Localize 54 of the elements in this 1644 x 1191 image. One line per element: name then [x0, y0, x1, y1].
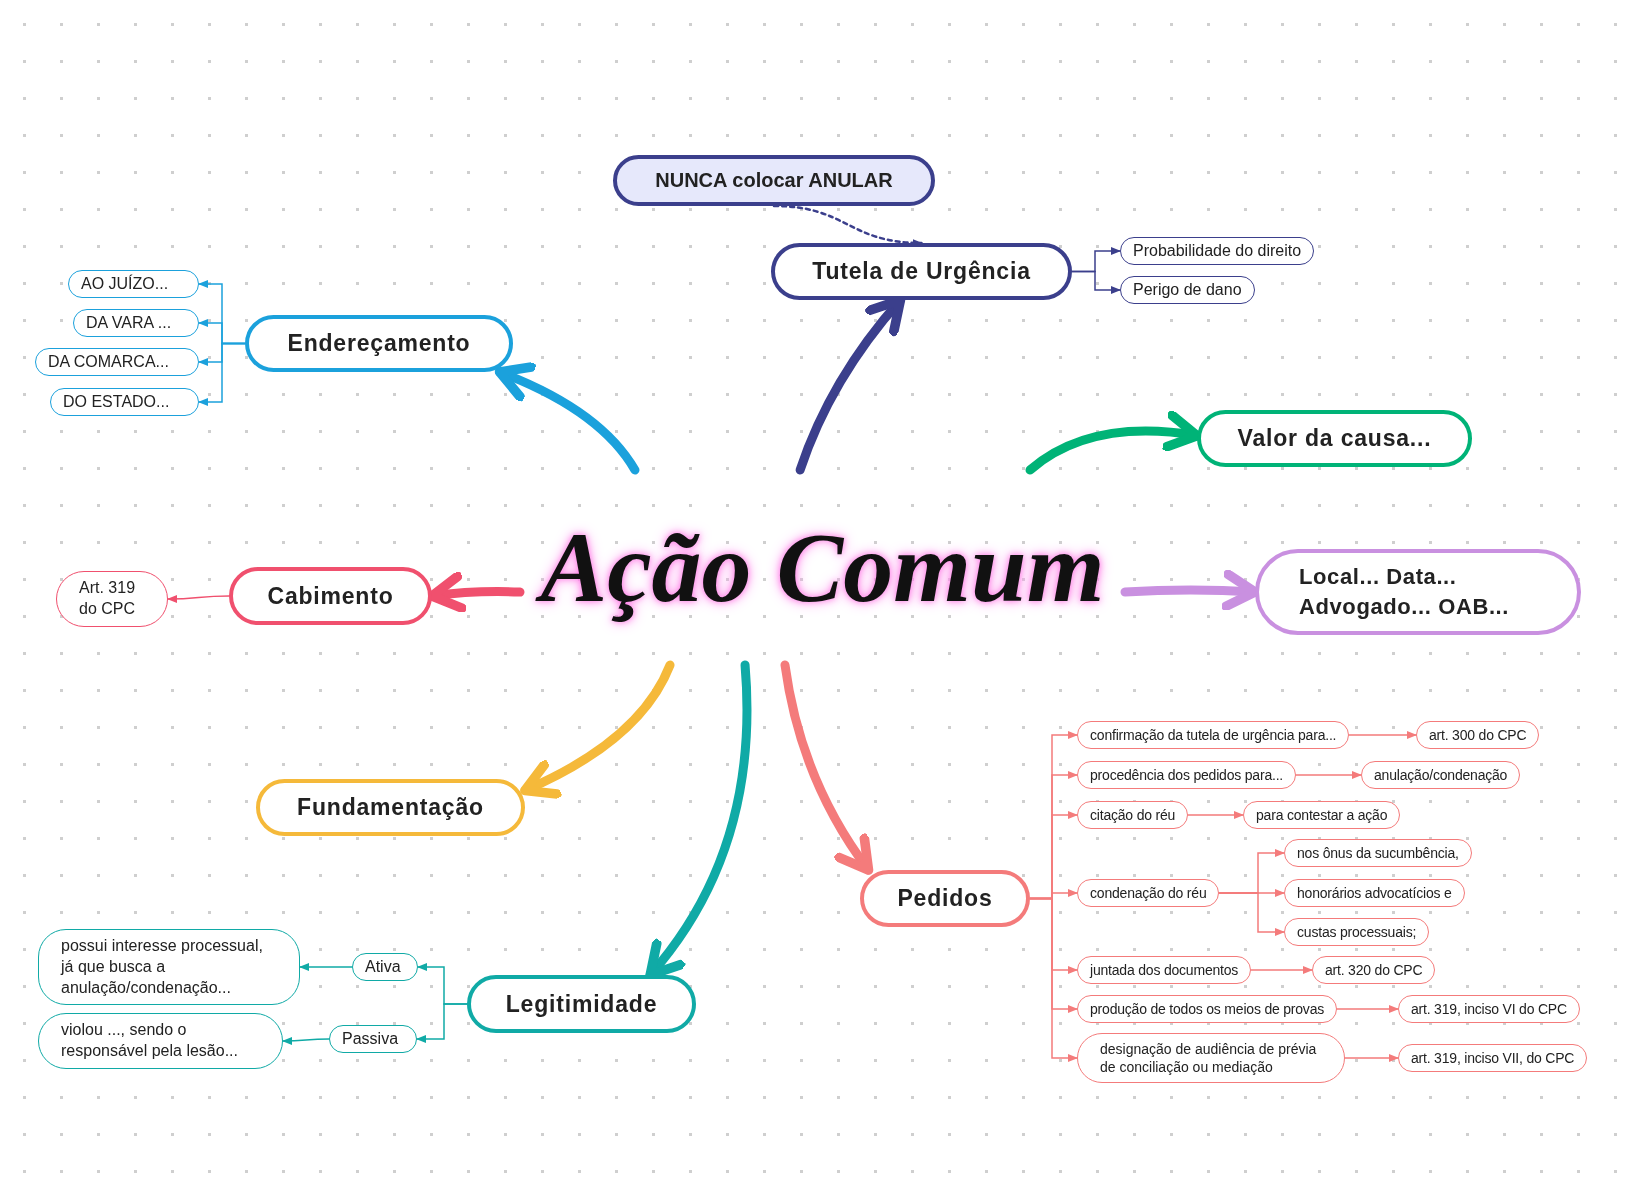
subtopic-box: procedência dos pedidos para...	[1077, 761, 1297, 789]
topic-box: Legitimidade	[467, 975, 696, 1033]
topic-box: Valor da causa...	[1197, 410, 1472, 467]
subtopic-box: juntada dos documentos	[1077, 956, 1252, 984]
subtopic-box: art. 319, inciso VII, do CPC	[1398, 1044, 1588, 1072]
subtopic-box: anulação/condenação	[1361, 761, 1521, 789]
subtopic-box: DA COMARCA...	[35, 348, 199, 376]
connector-arrow	[1218, 892, 1285, 936]
connector-arrow	[1187, 811, 1244, 819]
subtopic-box: para contestar a ação	[1243, 801, 1401, 829]
subtopic-box: art. 300 do CPC	[1416, 721, 1540, 749]
subtopic-box: DA VARA ...	[73, 309, 199, 337]
connector-arrow	[282, 1036, 330, 1045]
connector-arrow	[1071, 270, 1121, 294]
subtopic-box: citação do réu	[1077, 801, 1189, 829]
subtopic-box: DO ESTADO...	[50, 388, 199, 416]
connector-arrow	[1344, 1054, 1399, 1062]
subtopic-box: possui interesse processual, já que busca a anulação/condenação...	[38, 929, 300, 1006]
subtopic-box: AO JUÍZO...	[68, 270, 199, 298]
subtopic-box: confirmação da tutela de urgência para...	[1077, 721, 1350, 749]
connector-arrow	[198, 342, 246, 406]
subtopic-box: art. 320 do CPC	[1312, 956, 1436, 984]
subtopic-box: violou ..., sendo o responsável pela lesão...	[38, 1013, 283, 1069]
connector-arrow	[1250, 966, 1313, 974]
connector-arrow	[299, 963, 353, 971]
central-title: Ação Comum	[520, 470, 1125, 665]
subtopic-box: designação de audiência de prévia de conciliação ou mediação	[1077, 1033, 1345, 1084]
connector-arrow	[1348, 731, 1417, 739]
subtopic-box: custas processuais;	[1284, 918, 1430, 946]
topic-box: Endereçamento	[245, 315, 513, 372]
connector-arrow	[416, 1003, 468, 1043]
brush-arrow	[520, 660, 675, 799]
connector-arrow	[1029, 897, 1078, 1062]
topic-box: Pedidos	[860, 870, 1030, 927]
subtopic-box: honorários advocatícios e	[1284, 879, 1465, 907]
connector-arrow	[1295, 771, 1362, 779]
subtopic-box: Passiva	[329, 1025, 417, 1053]
subtopic-box: Art. 319 do CPC	[56, 571, 168, 627]
topic-box: Tutela de Urgência	[771, 243, 1072, 300]
subtopic-box: produção de todos os meios de provas	[1077, 995, 1338, 1023]
subtopic-box: condenação do réu	[1077, 879, 1220, 907]
note-box: NUNCA colocar ANULAR	[613, 155, 935, 206]
subtopic-box: nos ônus da sucumbência,	[1284, 839, 1472, 867]
subtopic-box: Probabilidade do direito	[1120, 237, 1315, 265]
subtopic-box: Perigo de dano	[1120, 276, 1255, 304]
brush-arrow	[494, 362, 640, 475]
topic-box: Local... Data... Advogado... OAB...	[1255, 549, 1581, 635]
subtopic-box: Ativa	[352, 953, 418, 981]
connector-arrow	[1336, 1005, 1399, 1013]
connector-arrow	[167, 594, 230, 603]
subtopic-box: art. 319, inciso VI do CPC	[1398, 995, 1580, 1023]
topic-box: Fundamentação	[256, 779, 525, 836]
topic-box: Cabimento	[229, 567, 432, 625]
brush-arrow	[780, 660, 874, 875]
